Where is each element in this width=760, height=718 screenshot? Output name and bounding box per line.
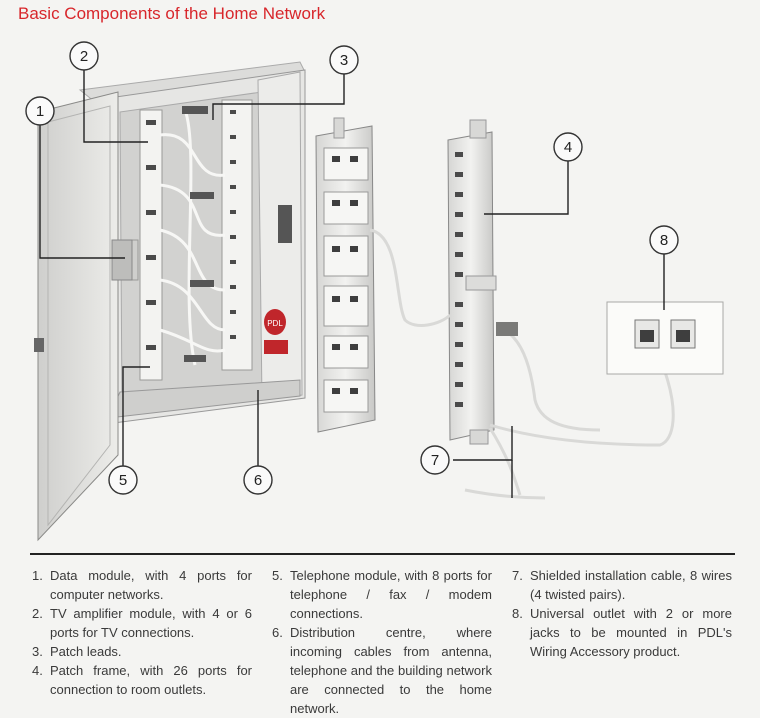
svg-text:4: 4 <box>564 139 572 156</box>
patch-leads <box>159 109 226 366</box>
legend-item-5: 5.Telephone module, with 8 ports for tel… <box>272 568 492 621</box>
legend-item-3: 3.Patch leads. <box>32 644 122 659</box>
legend-divider <box>30 553 735 555</box>
svg-text:1: 1 <box>36 103 44 120</box>
svg-text:2: 2 <box>80 48 88 65</box>
module-strip <box>315 117 376 433</box>
cable-plug <box>496 322 518 336</box>
leader-lines <box>39 70 665 498</box>
legend-item-6: 6.Distribution centre, where incoming ca… <box>272 625 492 716</box>
callout-4: 4 <box>553 132 583 162</box>
cables <box>369 228 675 500</box>
callout-2: 2 <box>69 41 99 71</box>
legend-item-4: 4.Patch frame, with 26 ports for connect… <box>32 663 252 697</box>
diagram-title: Basic Components of the Home Network <box>18 4 326 23</box>
callout-3: 3 <box>329 45 359 75</box>
callout-5: 5 <box>108 465 138 495</box>
legend-column-2: 5.Telephone module, with 8 ports for tel… <box>272 566 492 718</box>
pdl-logo-text: PDL <box>267 319 283 328</box>
callout-1: 1 <box>25 96 55 126</box>
svg-text:6: 6 <box>254 472 262 489</box>
module-ports <box>146 110 236 350</box>
patch-frame-ports <box>455 152 463 407</box>
home-network-diagram: PDL <box>25 41 724 542</box>
patch-frame <box>447 119 497 445</box>
callout-6: 6 <box>243 465 273 495</box>
legend-column-3: 7.Shielded installation cable, 8 wires (… <box>512 566 732 661</box>
svg-text:7: 7 <box>431 452 439 469</box>
lead-clips <box>182 106 214 362</box>
svg-text:8: 8 <box>660 232 668 249</box>
legend-item-8: 8.Universal outlet with 2 or more jacks … <box>512 606 732 659</box>
svg-text:3: 3 <box>340 52 348 69</box>
callout-7: 7 <box>420 445 450 475</box>
svg-text:5: 5 <box>119 472 127 489</box>
pdl-logo: PDL <box>264 309 288 354</box>
legend-item-7: 7.Shielded installation cable, 8 wires (… <box>512 568 732 602</box>
legend-item-1: 1.Data module, with 4 ports for computer… <box>32 568 252 602</box>
legend-column-1: 1.Data module, with 4 ports for computer… <box>32 566 252 699</box>
module-strip-ports <box>332 156 358 394</box>
callout-8: 8 <box>649 225 679 255</box>
legend-item-2: 2.TV amplifier module, with 4 or 6 ports… <box>32 606 252 640</box>
cabinet-door <box>34 91 133 542</box>
universal-outlet <box>606 301 724 375</box>
